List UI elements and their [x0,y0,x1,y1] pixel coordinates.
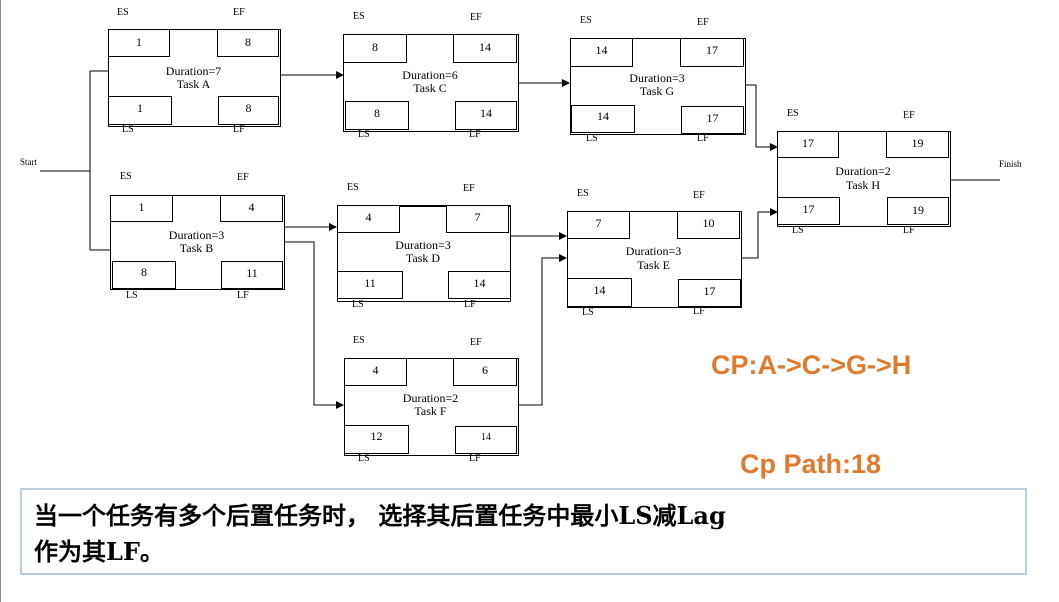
duration-text: Duration=7 [165,64,222,78]
ls-label: LS [122,124,134,135]
task-name: Task D [405,251,441,265]
task-name: Task G [639,84,675,98]
ls-value: 11 [337,271,403,299]
lf-value: 19 [887,197,949,225]
ls-value: 14 [567,278,632,307]
lf-value: 14 [455,426,517,454]
ls-label: LS [586,133,598,144]
note-line-1: 当一个任务有多个后置任务时， 选择其后置任务中最小LS减Lag [34,501,726,530]
ls-value: 8 [345,101,409,130]
ef-label: EF [903,110,915,121]
arrow-f-e [517,254,567,406]
lf-label: LF [233,124,245,135]
duration-text: Duration=3 [629,71,685,85]
ls-value: 17 [777,197,840,225]
duration-text: Duration=3 [168,228,225,242]
duration-text: Duration=2 [402,391,459,405]
ef-label: EF [470,12,482,23]
lf-value: 17 [678,279,741,307]
lf-label: LF [237,290,249,301]
lf-value: 17 [681,106,744,134]
lf-label: LF [693,306,705,317]
task-name: Task E [637,258,670,272]
es-label: ES [580,15,592,26]
arrow-g-h [744,84,778,151]
ls-label: LS [352,299,364,310]
ef-value: 4 [220,195,283,222]
lf-value: 8 [218,96,279,125]
note-line-2: 作为其LF。 [34,537,164,566]
es-value: 4 [344,358,407,386]
arrow-b-f [284,241,344,409]
ls-label: LS [358,453,370,464]
ef-value: 6 [453,358,517,386]
ls-value: 8 [112,261,176,289]
ls-value: 12 [344,425,409,454]
critical-path-length: Cp Path:18 [740,449,882,479]
ef-label: EF [693,190,705,201]
critical-path-label: CP:A->C->G->H [711,350,912,380]
ef-value: 19 [886,131,949,158]
ls-label: LS [126,290,138,301]
finish-label: Finish [999,159,1022,169]
lf-label: LF [697,133,709,144]
ef-label: EF [463,183,475,194]
lf-label: LF [903,225,915,236]
ef-label: EF [697,17,709,28]
es-label: ES [120,171,132,182]
duration-text: Duration=2 [835,164,891,178]
task-name: Task F [414,404,447,418]
lf-label: LF [464,299,476,310]
ls-label: LS [358,129,370,140]
lf-value: 14 [448,271,511,299]
explanation-note: 当一个任务有多个后置任务时， 选择其后置任务中最小LS减Lag 作为其LF。 [20,488,1027,575]
es-label: ES [353,335,365,346]
es-label: ES [353,11,365,22]
ef-value: 8 [217,29,279,57]
lf-value: 14 [455,101,517,130]
es-value: 17 [777,131,839,158]
left-rule [0,0,1,602]
es-value: 14 [570,38,633,67]
es-label: ES [577,188,589,199]
es-value: 4 [337,205,400,233]
task-name: Task H [845,178,881,192]
ls-value: 14 [571,105,635,133]
ls-label: LS [582,307,594,318]
ef-value: 7 [446,205,509,233]
es-value: 1 [108,29,170,57]
ls-label: LS [792,225,804,236]
task-name: Task A [176,77,211,91]
ef-value: 17 [680,38,744,67]
lf-label: LF [469,129,481,140]
es-value: 7 [567,211,630,239]
task-name: Task B [179,241,214,255]
es-label: ES [787,108,799,119]
es-value: 1 [110,195,173,222]
ef-label: EF [470,337,482,348]
es-label: ES [117,7,129,18]
lf-value: 11 [221,261,283,289]
start-label: Start [20,157,37,167]
ef-label: EF [237,172,249,183]
arrow-e-h [740,208,778,259]
duration-text: Duration=6 [402,68,458,82]
task-name: Task C [413,81,447,95]
duration-text: Duration=3 [395,238,451,252]
es-label: ES [347,182,359,193]
es-value: 8 [343,34,407,63]
duration-text: Duration=3 [625,244,682,258]
ef-label: EF [233,7,245,18]
ef-value: 10 [677,211,740,239]
ef-value: 14 [453,34,517,63]
ls-value: 1 [108,96,172,125]
lf-label: LF [469,453,481,464]
